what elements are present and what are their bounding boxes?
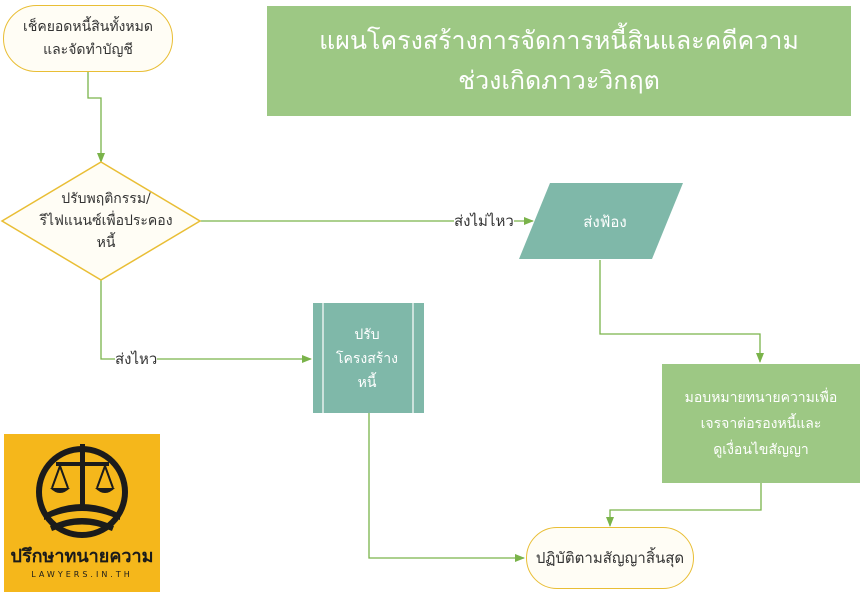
edge-label-can-afford: ส่งไหว: [115, 350, 158, 368]
lawyer-process-box: มอบหมายทนายความเพื่อ เจรจาต่อรองหนี้และ …: [662, 364, 860, 483]
edge-label-cannot-afford: ส่งไม่ไหว: [454, 212, 514, 230]
decision-line-2: รีไฟแนนซ์เพื่อประคอง: [39, 213, 173, 229]
edge-lawyer-to-end: [606, 483, 762, 527]
brand-logo: ปรึกษาทนายความ LAWYERS.IN.TH: [4, 434, 160, 592]
edge-sue-to-lawyer: [599, 260, 764, 363]
edge-restructure-to-end: [368, 413, 525, 562]
title-line-2: ช่วงเกิดภาวะวิกฤต: [458, 66, 660, 95]
restructure-process-box: [313, 303, 424, 413]
scales-of-justice-icon: [36, 444, 128, 538]
end-terminal: ปฏิบัติตามสัญญาสิ้นสุด: [526, 527, 694, 589]
decision-line-3: หนี้: [96, 235, 116, 251]
restructure-line-2: โครงสร้าง: [335, 351, 398, 367]
logo-domain: LAWYERS.IN.TH: [31, 570, 133, 579]
edge-decision-to-restructure: [100, 280, 312, 363]
sue-label: ส่งฟ้อง: [583, 213, 627, 231]
lawyer-line-1: มอบหมายทนายความเพื่อ: [684, 389, 838, 406]
decision-line-1: ปรับพฤติกรรม/: [61, 191, 151, 207]
restructure-label: ปรับ โครงสร้าง หนี้: [328, 316, 406, 402]
end-label: ปฏิบัติตามสัญญาสิ้นสุด: [535, 548, 685, 567]
sue-parallelogram: [519, 183, 683, 259]
title-line-1: แผนโครงสร้างการจัดการหนี้สินและคดีความ: [319, 26, 799, 55]
start-line-2: และจัดทำบัญชี: [43, 41, 133, 58]
lawyer-line-2: เจรจาต่อรองหนี้และ: [700, 415, 822, 432]
decision-label: ปรับพฤติกรรม/ รีไฟแนนซ์เพื่อประคอง หนี้: [20, 180, 192, 262]
decision-diamond: [0, 161, 202, 281]
restructure-line-3: หนี้: [357, 375, 377, 391]
edge-start-to-decision: [87, 72, 105, 163]
lawyer-line-3: ดูเงื่อนไขสัญญา: [713, 441, 809, 458]
logo-name: ปรึกษาทนายความ: [10, 546, 154, 567]
restructure-line-1: ปรับ: [354, 327, 380, 343]
start-line-1: เช็คยอดหนี้สินทั้งหมด: [23, 18, 153, 35]
diagram-title: แผนโครงสร้างการจัดการหนี้สินและคดีความ ช…: [267, 6, 851, 116]
start-terminal: เช็คยอดหนี้สินทั้งหมด และจัดทำบัญชี: [3, 5, 173, 72]
